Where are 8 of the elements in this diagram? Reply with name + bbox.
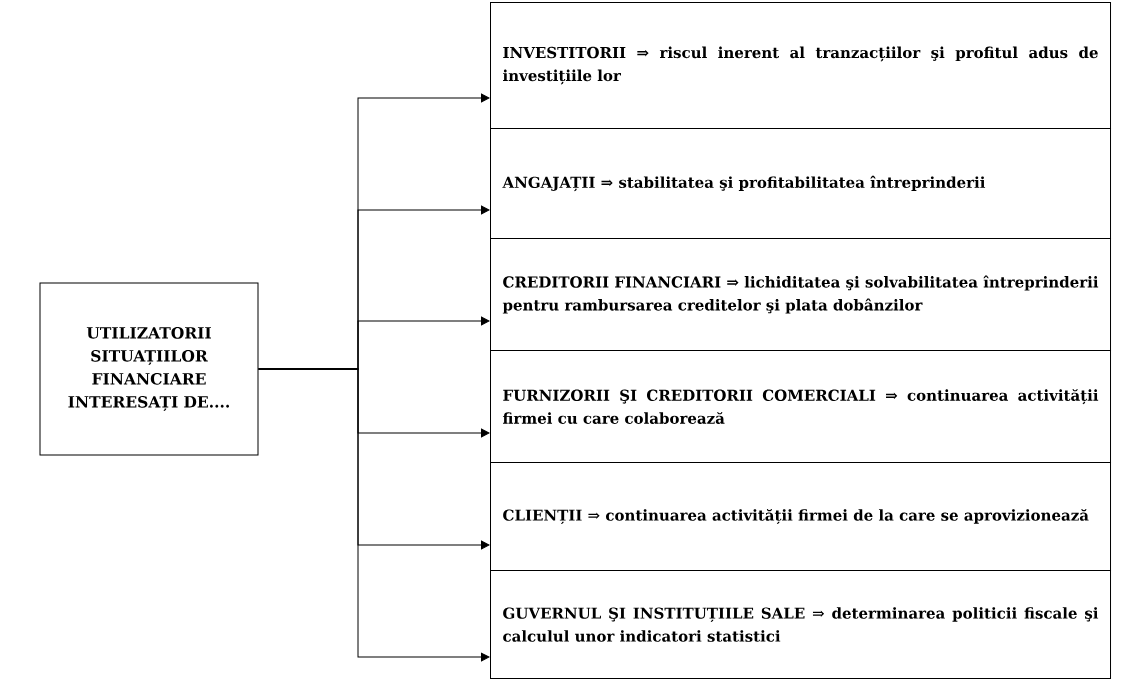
text-box: GUVERNUL ŞI INSTITUȚIILE SALE ⇒ determinarea politicii fiscale şi calculul unor indicatori statistici: [490, 570, 1111, 679]
text-box: CLIENȚII ⇒ continuarea activității firmei de la care se aprovizionează: [490, 462, 1111, 571]
text-box: INVESTITORII ⇒ riscul inerent al tranzacțiilor şi profitul adus de investițiile lor: [490, 2, 1111, 129]
arrow: [258, 368, 490, 662]
text-box: FURNIZORII ŞI CREDITORII COMERCIALI ⇒ continuarea activității firmei cu care colaborează: [490, 350, 1111, 463]
text-box: ANGAJAȚII ⇒ stabilitatea şi profitabilitatea întreprinderii: [490, 128, 1111, 239]
source-box: UTILIZATORII SITUAȚIILOR FINANCIARE INTERESAȚI DE....: [39, 282, 259, 456]
text-box: CREDITORII FINANCIARI ⇒ lichiditatea şi solvabilitatea întreprinderii pentru rambursarea creditelor şi plata dobânzilor: [490, 238, 1111, 351]
